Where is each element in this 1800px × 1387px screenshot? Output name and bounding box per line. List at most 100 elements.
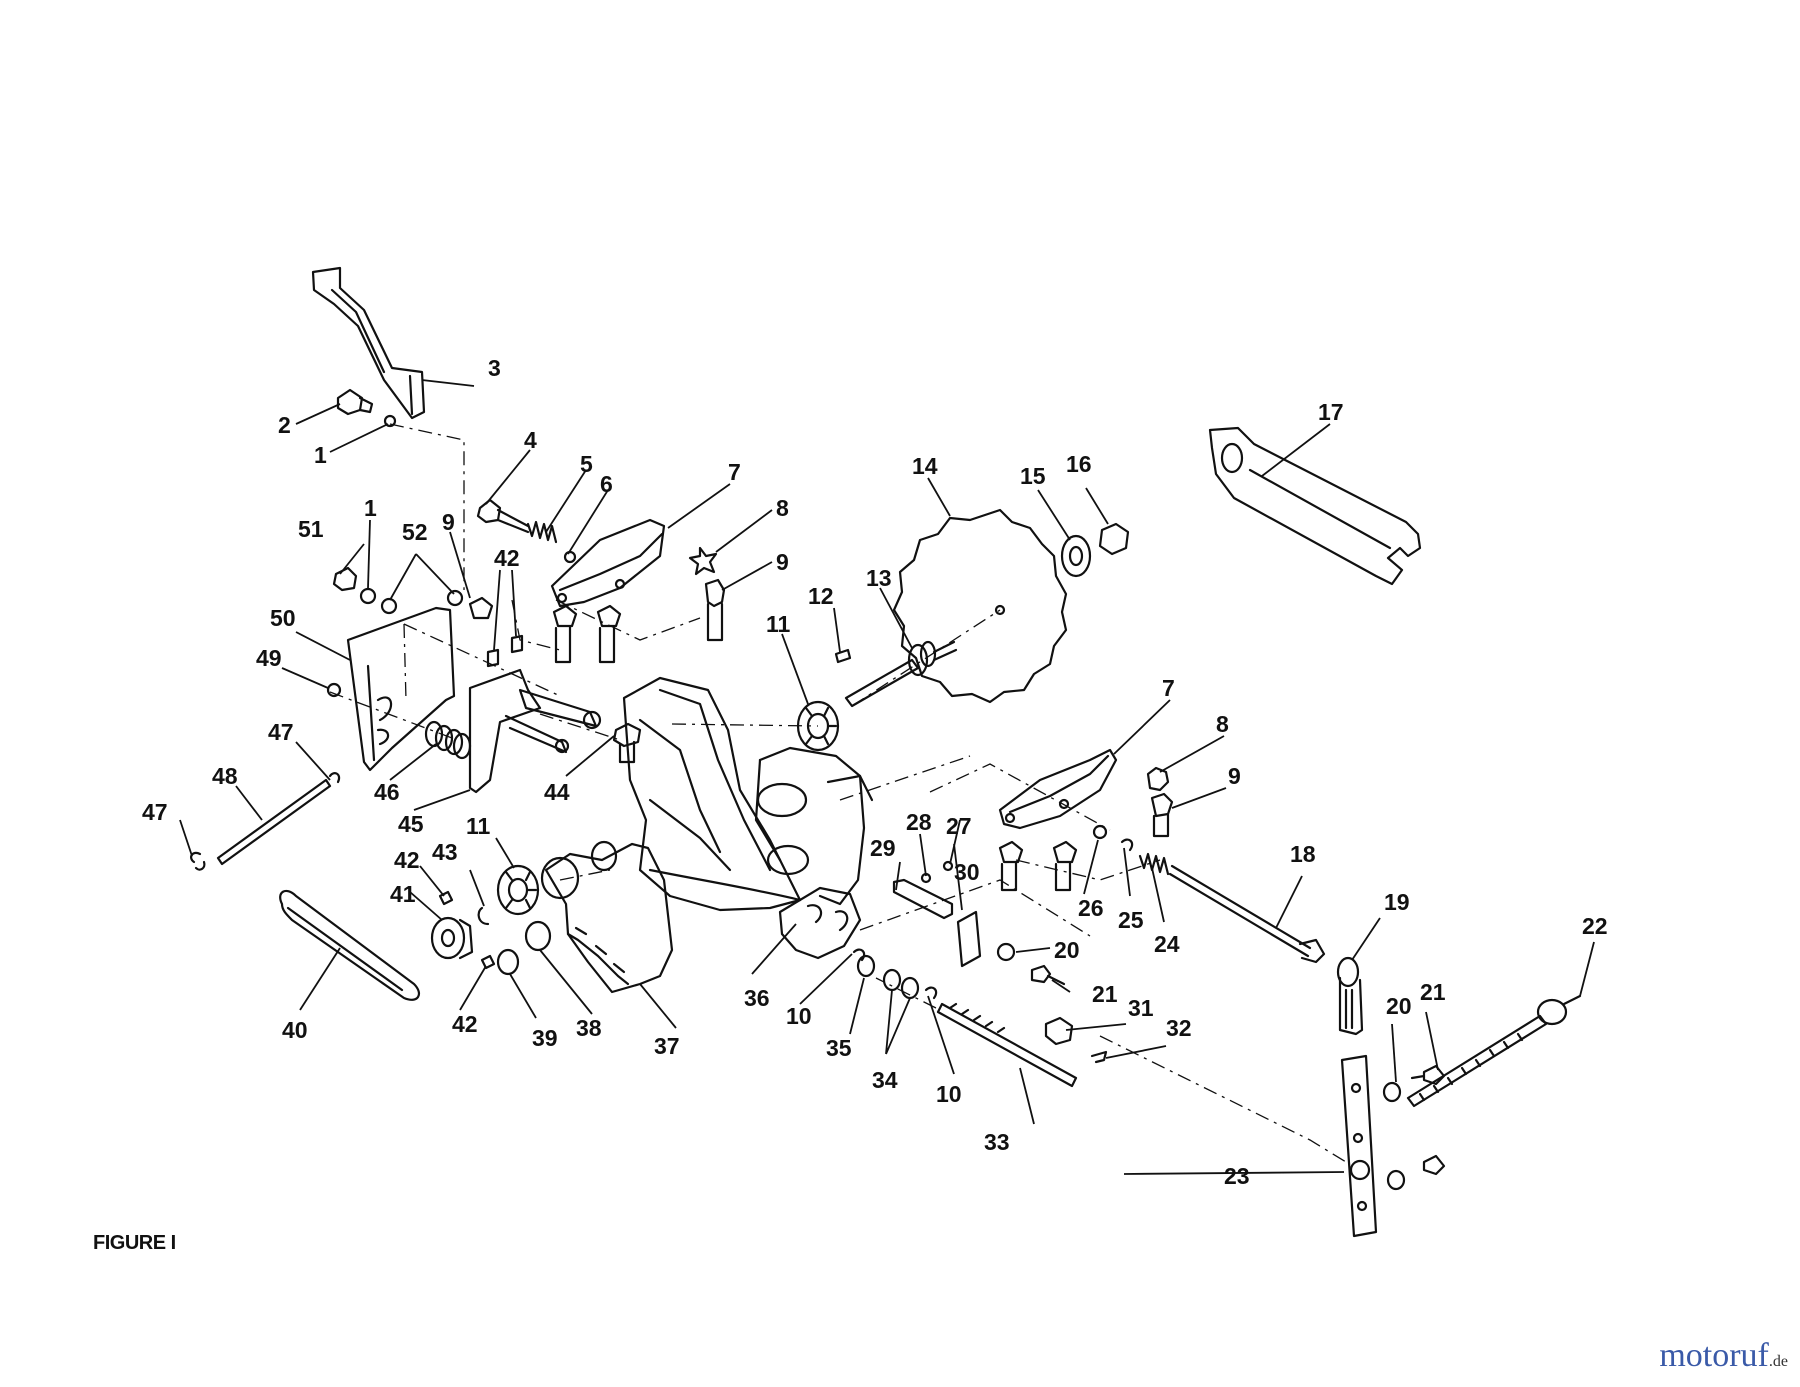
part-washer-20-c bbox=[1386, 1169, 1406, 1191]
part-bracket-29 bbox=[892, 878, 954, 920]
part-spring-24 bbox=[1138, 852, 1170, 876]
part-rod-22 bbox=[1406, 994, 1582, 1108]
part-plate-30 bbox=[956, 910, 982, 968]
part-lockwasher-8-lower bbox=[1146, 766, 1170, 792]
callout-13: 13 bbox=[866, 565, 892, 591]
callout-18: 18 bbox=[1290, 841, 1316, 867]
part-belt-40 bbox=[279, 889, 421, 1001]
callout-20-b: 20 bbox=[1386, 993, 1412, 1019]
callout-45: 45 bbox=[398, 811, 424, 837]
part-bolt-lower-b bbox=[1052, 840, 1078, 892]
part-spring-46 bbox=[424, 720, 472, 760]
part-bolt-lower-a bbox=[998, 840, 1024, 892]
callout-42-upper: 42 bbox=[494, 545, 520, 571]
part-washer-38 bbox=[524, 920, 552, 952]
part-washer-34-a bbox=[882, 968, 902, 992]
callout-21-b: 21 bbox=[1420, 979, 1446, 1005]
callout-36: 36 bbox=[744, 985, 770, 1011]
part-pin-27 bbox=[942, 860, 954, 872]
callout-51: 51 bbox=[298, 516, 324, 542]
part-washer-1 bbox=[383, 414, 397, 428]
part-plate-23 bbox=[1340, 1054, 1378, 1238]
figure-caption: FIGURE I bbox=[93, 1232, 176, 1254]
callout-6: 6 bbox=[600, 471, 613, 497]
part-clip-10-a bbox=[852, 948, 866, 962]
part-flange-15 bbox=[1060, 534, 1092, 578]
callout-21: 21 bbox=[1092, 981, 1118, 1007]
callout-8-upper: 8 bbox=[776, 495, 789, 521]
part-pin-32 bbox=[1090, 1050, 1108, 1064]
part-motor-plate bbox=[346, 606, 456, 772]
callout-7-lower: 7 bbox=[1162, 675, 1175, 701]
part-yoke-36 bbox=[778, 886, 862, 960]
part-bolt-under-a bbox=[552, 604, 578, 664]
part-wrench bbox=[1208, 426, 1422, 586]
part-ring-39 bbox=[496, 948, 520, 976]
watermark-logo: motoruf.de bbox=[1659, 1339, 1788, 1373]
callout-16: 16 bbox=[1066, 451, 1092, 477]
part-bolt-2 bbox=[336, 388, 374, 416]
callout-1-b: 1 bbox=[364, 495, 377, 521]
callout-23: 23 bbox=[1224, 1163, 1250, 1189]
callout-24: 24 bbox=[1154, 931, 1180, 957]
callout-1: 1 bbox=[314, 442, 327, 468]
leader-lines bbox=[179, 379, 1595, 1175]
part-screw-42-upper-a bbox=[486, 648, 500, 668]
part-arbor-shaft bbox=[844, 640, 958, 708]
part-washer-52-b bbox=[446, 589, 464, 607]
callout-10-a: 10 bbox=[786, 1003, 812, 1029]
part-screw-21 bbox=[1030, 964, 1066, 986]
callout-2: 2 bbox=[278, 412, 291, 438]
part-bolt-9-lower bbox=[1150, 792, 1174, 838]
callout-47-a: 47 bbox=[268, 719, 294, 745]
part-knob-19 bbox=[1336, 956, 1364, 1036]
callout-33: 33 bbox=[984, 1129, 1010, 1155]
callout-41: 41 bbox=[390, 881, 416, 907]
callout-11-upper: 11 bbox=[766, 611, 791, 637]
part-bearing-11-lower bbox=[496, 864, 540, 916]
callout-22: 22 bbox=[1582, 913, 1608, 939]
part-clip-25 bbox=[1120, 838, 1134, 852]
watermark-tld: .de bbox=[1768, 1353, 1788, 1370]
part-guard-bracket-lower bbox=[998, 748, 1118, 830]
part-knob-31 bbox=[1044, 1016, 1074, 1046]
part-clip-47-b bbox=[190, 851, 206, 871]
part-bracket bbox=[311, 266, 426, 420]
part-washer-20-b bbox=[1382, 1081, 1402, 1103]
part-screw-49 bbox=[326, 682, 342, 698]
part-screw-42-upper-b bbox=[510, 634, 524, 654]
callout-25: 25 bbox=[1118, 907, 1144, 933]
part-shaft-bracket bbox=[468, 668, 602, 794]
callout-38: 38 bbox=[576, 1015, 602, 1041]
part-bolt-4 bbox=[476, 498, 530, 534]
part-shaft-33 bbox=[936, 1002, 1078, 1088]
part-screw-21-b bbox=[1410, 1064, 1446, 1086]
part-spring-5 bbox=[526, 520, 558, 544]
part-washer-52-a bbox=[380, 597, 398, 615]
part-bolt-9-left bbox=[468, 596, 494, 620]
callout-3: 3 bbox=[488, 355, 501, 381]
callout-17: 17 bbox=[1318, 399, 1344, 425]
watermark-brand: motoruf bbox=[1659, 1337, 1769, 1374]
part-screw-42-a bbox=[438, 890, 454, 906]
callout-8-lower: 8 bbox=[1216, 711, 1229, 737]
part-clip-47-a bbox=[328, 772, 341, 784]
callout-14: 14 bbox=[912, 453, 938, 479]
callout-10-b: 10 bbox=[936, 1081, 962, 1107]
callout-7-upper: 7 bbox=[728, 459, 741, 485]
part-washer-35 bbox=[856, 954, 876, 978]
callout-32: 32 bbox=[1166, 1015, 1192, 1041]
callout-26: 26 bbox=[1078, 895, 1104, 921]
part-washer-20 bbox=[996, 942, 1016, 962]
callout-35: 35 bbox=[826, 1035, 852, 1061]
callout-27: 27 bbox=[946, 813, 972, 839]
callout-44: 44 bbox=[544, 779, 570, 805]
callout-42-b: 42 bbox=[452, 1011, 478, 1037]
callout-9-lower: 9 bbox=[1228, 763, 1241, 789]
assembly-guides bbox=[329, 423, 1347, 1163]
part-lockwasher-8-upper bbox=[688, 546, 718, 576]
part-nut-16 bbox=[1098, 522, 1130, 556]
part-bolt-44 bbox=[612, 722, 642, 764]
part-clip-43 bbox=[477, 906, 490, 926]
